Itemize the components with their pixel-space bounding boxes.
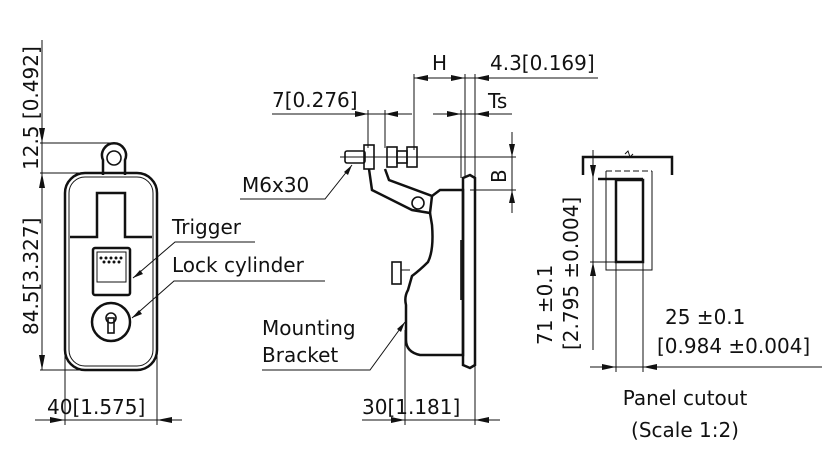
dim-height-text-1: 71 ±0.1 [533, 265, 557, 345]
arrow [344, 165, 352, 175]
dim-ts-text: Ts [487, 89, 507, 113]
front-view: 12.5 [0.492] 84.5[3.327] Trigger Lock cy… [19, 40, 325, 425]
arrow [385, 111, 398, 117]
arrow [50, 417, 65, 423]
dim-bolt-spacing-text: 7[0.276] [272, 88, 358, 112]
arrow [475, 111, 489, 117]
hanging-ring [100, 142, 128, 175]
panel-break-outline [605, 171, 653, 271]
arrow [590, 165, 596, 179]
arrow [39, 128, 45, 143]
side-nut [391, 261, 402, 285]
panel-flange [461, 173, 477, 370]
bracket-label-line1: Mounting [262, 316, 356, 340]
arrow [475, 417, 489, 423]
arrow [355, 111, 368, 117]
arrow [157, 417, 172, 423]
panel-cutout-view: 71 ±0.1 [2.795 ±0.004] 25 ±0.1 [0.984 ±0… [533, 150, 822, 442]
arrow [391, 417, 405, 423]
break-mark [624, 150, 634, 158]
trigger-face [96, 251, 127, 283]
lock-cylinder [90, 301, 132, 343]
trigger-slot [70, 191, 152, 239]
arrow [602, 364, 616, 370]
arrow [643, 364, 657, 370]
dim-height-text: 84.5[3.327] [19, 218, 43, 335]
arrow [132, 310, 142, 318]
bolt-shaft [344, 150, 366, 164]
side-view: 7[0.276] H 4.3[0.169] Ts B [240, 51, 598, 425]
arrow [590, 262, 596, 276]
lock-leader [131, 280, 325, 319]
bolt-label: M6x30 [242, 173, 309, 197]
arrow [39, 173, 45, 188]
bracket-label-line2: Bracket [262, 343, 338, 367]
bracket-leader [262, 321, 406, 371]
arrow [39, 355, 45, 370]
keyhole [105, 312, 117, 324]
trigger-label: Trigger [171, 215, 242, 239]
arrow [509, 190, 515, 203]
dim-width-text-1: 25 ±0.1 [665, 305, 745, 329]
arrow [414, 75, 428, 81]
dim-h-text: H [432, 51, 447, 75]
panel-edge [581, 155, 674, 175]
dim-plate-text: 4.3[0.169] [490, 51, 595, 75]
trigger-button [91, 246, 132, 297]
arrow [451, 75, 465, 81]
arrow [475, 75, 489, 81]
dim-width-text-2: [0.984 ±0.004] [657, 334, 810, 358]
dim-width-text: 40[1.575] [47, 395, 145, 419]
arrow [447, 111, 461, 117]
nut [406, 146, 418, 168]
keyhole-slot [107, 317, 115, 334]
pivot-pin [411, 196, 425, 210]
trigger-grip-dots [99, 256, 123, 264]
panel-cutout-title: Panel cutout [623, 386, 748, 410]
handle-body [63, 171, 159, 372]
dim-depth-text: 30[1.181] [362, 395, 460, 419]
cutout-rect [614, 178, 645, 264]
lock-cylinder-label: Lock cylinder [172, 253, 305, 277]
bolt-leader [240, 164, 353, 200]
dim-top-text: 12.5 [0.492] [19, 46, 43, 170]
ring-hole [106, 150, 122, 166]
trigger-leader [132, 241, 255, 279]
arrow [133, 270, 143, 278]
housing [404, 188, 465, 357]
panel-cutout-scale: (Scale 1:2) [631, 418, 739, 442]
dim-b-text: B [487, 169, 511, 183]
dim-height-text-2: [2.795 ±0.004] [559, 197, 583, 350]
arrow [397, 322, 405, 332]
handle-inner-edge [68, 176, 154, 367]
arrow [509, 144, 515, 157]
